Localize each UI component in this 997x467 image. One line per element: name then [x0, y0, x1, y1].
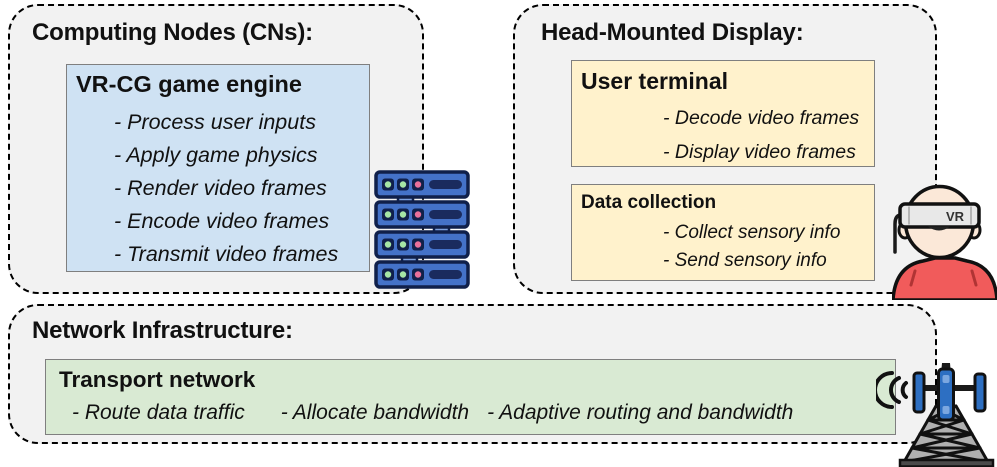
list-item: - Allocate bandwidth: [280, 401, 470, 424]
computing-nodes-panel: Computing Nodes (CNs): VR-CG game engine…: [8, 4, 424, 294]
vr-cg-game-engine-box: VR-CG game engine - Process user inputs …: [66, 64, 370, 272]
head-mounted-display-heading: Head-Mounted Display:: [541, 19, 804, 46]
list-item: - Adaptive routing and bandwidth: [487, 401, 794, 424]
list-item: - Transmit video frames: [114, 242, 339, 266]
transport-network-title: Transport network: [59, 367, 256, 392]
user-terminal-title: User terminal: [581, 68, 729, 94]
data-collection-title: Data collection: [581, 192, 717, 213]
user-terminal-box: User terminal - Decode video frames - Di…: [571, 60, 875, 167]
list-item: - Render video frames: [114, 176, 327, 200]
data-collection-box: Data collection - Collect sensory info -…: [571, 184, 875, 281]
list-item: - Display video frames: [663, 141, 856, 163]
list-item: - Process user inputs: [114, 110, 316, 134]
list-item: - Decode video frames: [663, 107, 860, 129]
vr-user-icon: VR: [892, 184, 997, 300]
list-item: - Route data traffic: [72, 401, 245, 424]
network-infrastructure-heading: Network Infrastructure:: [32, 317, 293, 344]
network-infrastructure-panel: Network Infrastructure: Transport networ…: [8, 304, 937, 444]
cell-tower-icon: [876, 363, 995, 467]
computing-nodes-heading: Computing Nodes (CNs):: [32, 19, 313, 46]
list-item: - Send sensory info: [663, 250, 827, 271]
vr-badge-label: VR: [946, 209, 965, 224]
transport-network-box: Transport network - Route data traffic -…: [45, 359, 896, 435]
head-mounted-display-panel: Head-Mounted Display: User terminal - De…: [513, 4, 937, 294]
server-rack-icon: [374, 170, 470, 289]
list-item: - Encode video frames: [114, 209, 330, 233]
list-item: - Apply game physics: [114, 143, 318, 167]
transport-network-items: - Route data traffic - Allocate bandwidt…: [59, 398, 895, 428]
list-item: - Collect sensory info: [663, 222, 841, 243]
vr-cg-game-engine-title: VR-CG game engine: [76, 71, 302, 97]
